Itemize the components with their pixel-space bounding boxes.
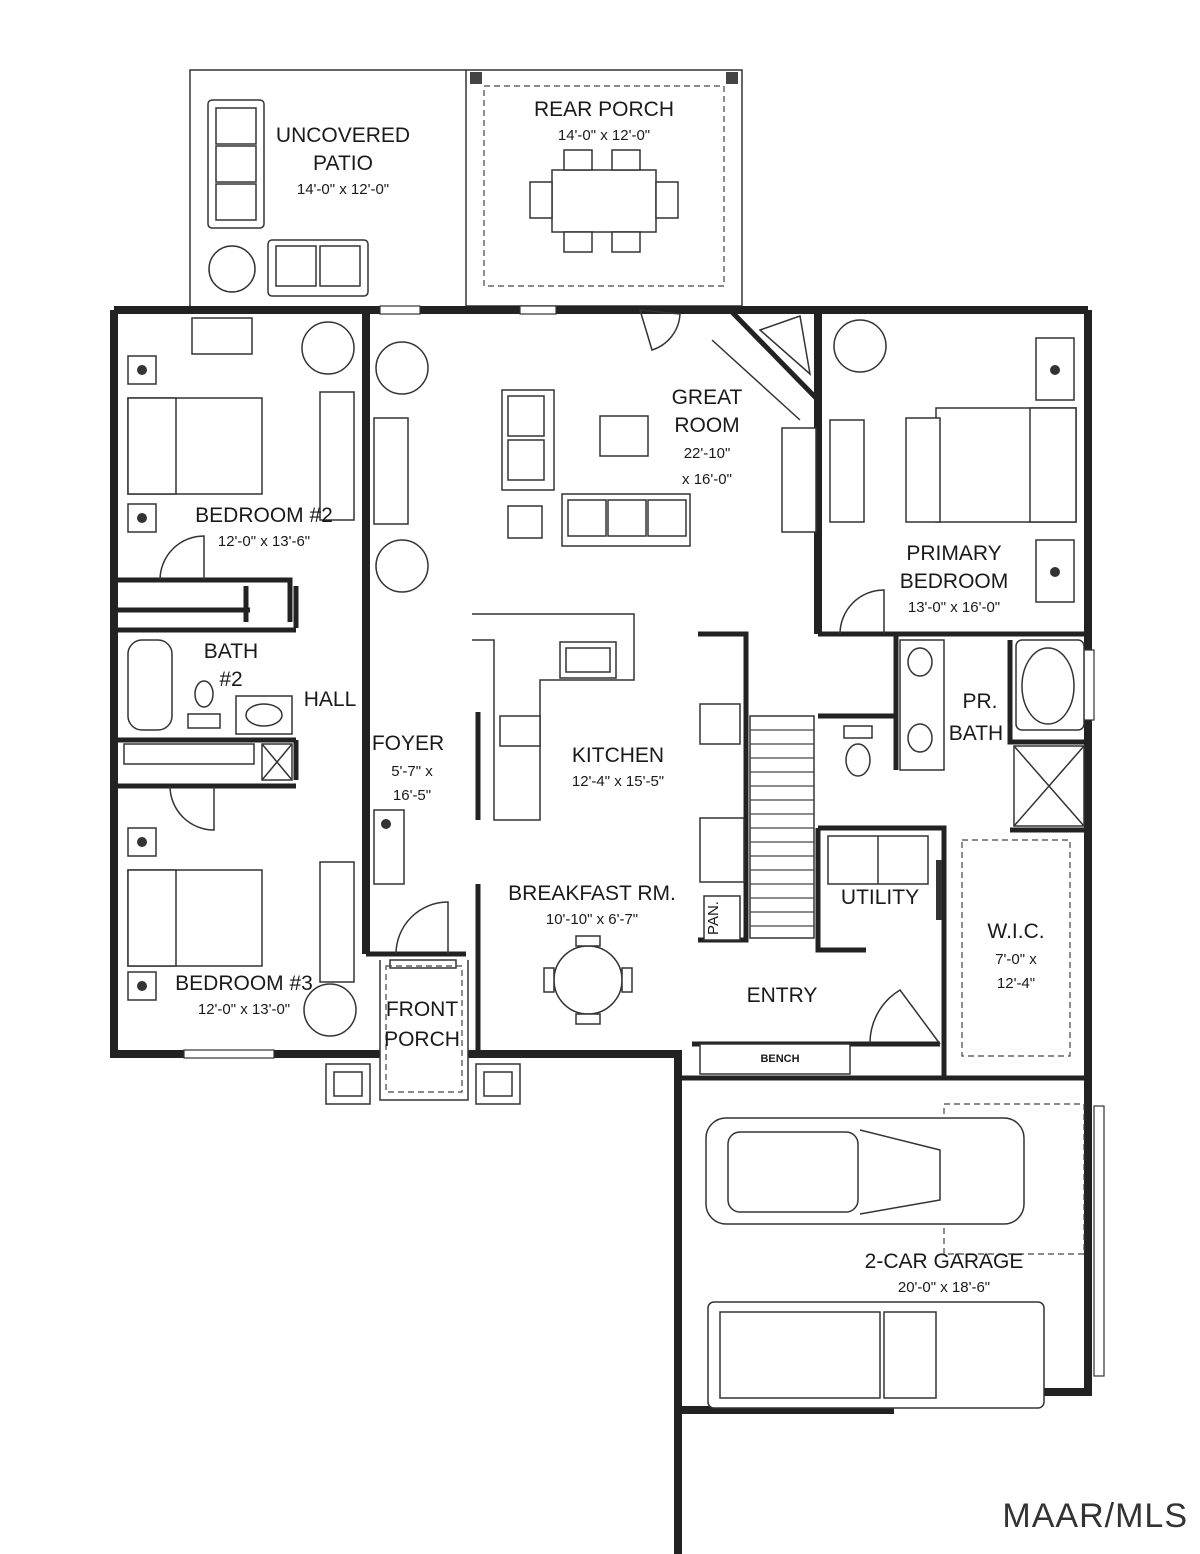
foyer-dims-2: 16'-5" <box>393 787 431 804</box>
primary-suite <box>818 319 1088 1076</box>
wic-dims-2: 12'-4" <box>997 975 1035 992</box>
rear-porch-dims: 14'-0" x 12'-0" <box>558 127 650 144</box>
entry <box>692 828 941 1075</box>
great-room-name-2: ROOM <box>674 414 739 437</box>
primary-bedroom-dims: 13'-0" x 16'-0" <box>908 599 1000 616</box>
bath-2 <box>114 586 299 789</box>
primary-bedroom-name-1: PRIMARY <box>906 542 1001 565</box>
foyer-name: FOYER <box>372 732 444 755</box>
bench-name: BENCH <box>760 1053 799 1065</box>
exterior-walls <box>110 306 1092 1554</box>
entry-name: ENTRY <box>747 984 818 1007</box>
pantry-name: PAN. <box>705 901 722 935</box>
primary-bedroom-name-2: BEDROOM <box>900 570 1009 593</box>
wic-dims-1: 7'-0" x <box>995 951 1037 968</box>
garage-name: 2-CAR GARAGE <box>865 1250 1024 1273</box>
kitchen <box>472 613 815 943</box>
pr-bath-name-1: PR. <box>962 690 997 713</box>
foyer-dims-1: 5'-7" x <box>391 763 433 780</box>
bedroom3-name: BEDROOM #3 <box>175 972 313 995</box>
bedroom-3 <box>127 785 357 1037</box>
rear-porch-name: REAR PORCH <box>534 98 674 121</box>
wic-name: W.I.C. <box>987 920 1044 943</box>
front-porch-name-2: PORCH <box>384 1028 460 1051</box>
great-room-name-1: GREAT <box>672 386 743 409</box>
bedroom-2 <box>114 317 355 622</box>
utility-name: UTILITY <box>841 886 919 909</box>
front-porch <box>325 960 521 1105</box>
kitchen-dims: 12'-4" x 15'-5" <box>572 773 664 790</box>
great-room-dims-1: 22'-10" <box>684 445 731 462</box>
patio-name-1: UNCOVERED <box>276 124 410 147</box>
bath2-name-2: #2 <box>219 668 242 691</box>
patio-name-2: PATIO <box>313 152 373 175</box>
breakfast-room <box>475 884 633 1054</box>
foyer <box>366 809 466 969</box>
kitchen-name: KITCHEN <box>572 744 664 767</box>
garage <box>678 1075 1088 1409</box>
patio-dims: 14'-0" x 12'-0" <box>297 181 389 198</box>
hall-name: HALL <box>304 688 357 711</box>
rear-porch <box>465 69 743 307</box>
uncovered-patio <box>189 69 466 306</box>
room-labels: UNCOVERED PATIO 14'-0" x 12'-0" REAR POR… <box>175 98 1044 1296</box>
pr-bath-name-2: BATH <box>949 722 1003 745</box>
watermark: MAAR/MLS <box>1002 1497 1188 1535</box>
garage-dims: 20'-0" x 18'-6" <box>898 1279 990 1296</box>
bath2-name-1: BATH <box>204 640 258 663</box>
bedroom2-dims: 12'-0" x 13'-6" <box>218 533 310 550</box>
front-porch-name-1: FRONT <box>386 998 458 1021</box>
bedroom3-dims: 12'-0" x 13'-0" <box>198 1001 290 1018</box>
great-room-dims-2: x 16'-0" <box>682 471 732 488</box>
breakfast-dims: 10'-10" x 6'-7" <box>546 911 638 928</box>
bedroom2-name: BEDROOM #2 <box>195 504 333 527</box>
breakfast-name: BREAKFAST RM. <box>508 882 676 905</box>
stairs <box>750 729 814 927</box>
great-room <box>373 308 820 593</box>
